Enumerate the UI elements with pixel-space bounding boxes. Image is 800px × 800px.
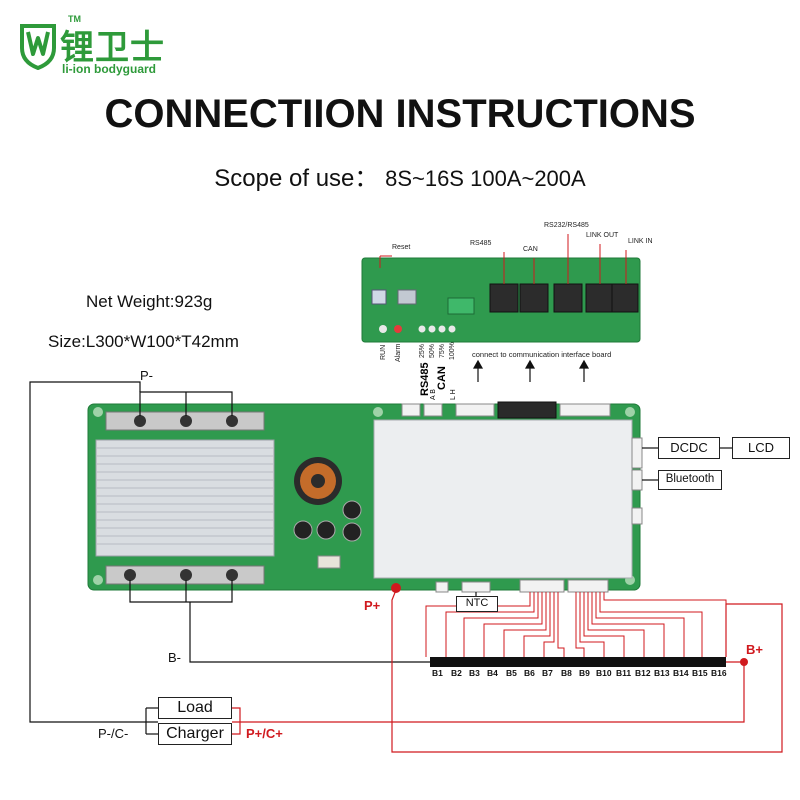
- cell-label: B10: [596, 668, 612, 678]
- size-spec: Size:L300*W100*T42mm: [48, 332, 239, 351]
- lcd-box: LCD: [732, 437, 790, 459]
- cell-label: B4: [487, 668, 498, 678]
- can-pins: L H: [450, 389, 457, 400]
- soc-25-label: 25%: [419, 343, 426, 358]
- reset-label: Reset: [392, 244, 411, 251]
- connect-note: connect to communication interface board: [472, 350, 612, 359]
- positive-wires: [232, 589, 783, 753]
- dcdc-box: DCDC: [658, 437, 720, 459]
- soc-75-label: 75%: [439, 343, 446, 358]
- cell-label: B8: [561, 668, 572, 678]
- scope-label: Scope of use：: [214, 165, 379, 192]
- charger-box: Charger: [158, 723, 232, 745]
- cell-label: B7: [542, 668, 553, 678]
- cell-label: B15: [692, 668, 708, 678]
- cell-label: B12: [635, 668, 651, 678]
- link-in-label: LINK IN: [628, 238, 653, 245]
- bms-main-board: [87, 401, 643, 593]
- cell-label: B6: [524, 668, 535, 678]
- alarm-label: Alarm: [395, 343, 402, 362]
- p-minus-wire: [29, 381, 233, 723]
- cell-label: B1: [432, 668, 443, 678]
- rs485-pins: A B: [430, 389, 437, 400]
- trademark-mark: TM: [68, 14, 81, 24]
- brand-logo-icon: [20, 24, 56, 70]
- soc-50-label: 50%: [429, 343, 436, 358]
- bluetooth-box: Bluetooth: [658, 470, 722, 490]
- balance-wires: [425, 592, 727, 657]
- p-minus-label: P-: [140, 368, 153, 383]
- cell-label: B9: [579, 668, 590, 678]
- can-port-label: CAN: [523, 246, 538, 253]
- net-weight: Net Weight:923g: [86, 292, 213, 311]
- battery-cell-labels: B1 B2 B3 B4 B5 B6 B7 B8 B9 B10 B11 B12 B…: [430, 668, 730, 682]
- can-port-vertical: CAN: [436, 366, 448, 390]
- cell-label: B2: [451, 668, 462, 678]
- load-charger-bracket: [145, 707, 158, 735]
- run-label: RUN: [380, 344, 387, 360]
- pc-minus-label: P-/C-: [98, 726, 129, 741]
- cell-label: B11: [616, 668, 632, 678]
- soc-100-label: 100%: [449, 342, 456, 360]
- cell-label: B13: [654, 668, 670, 678]
- brand-name-en: li-ion bodyguard: [62, 62, 156, 76]
- b-minus-label: B-: [168, 650, 181, 665]
- scope-of-use: Scope of use： 8S~16S 100A~200A: [0, 158, 800, 193]
- indicator-labels: RUN Alarm 25% 50% 75% 100%: [376, 340, 466, 362]
- battery-strip: [430, 657, 726, 667]
- scope-value: 8S~16S 100A~200A: [385, 166, 586, 191]
- cell-label: B14: [673, 668, 689, 678]
- communication-board: [361, 234, 641, 343]
- ntc-box: NTC: [456, 596, 498, 612]
- p-plus-label: P+: [364, 598, 381, 613]
- b-minus-wire: [129, 580, 432, 663]
- load-box: Load: [158, 697, 232, 719]
- cell-label: B5: [506, 668, 517, 678]
- link-out-label: LINK OUT: [586, 232, 619, 239]
- arrows-up: [472, 359, 590, 382]
- pc-plus-label: P+/C+: [246, 726, 283, 741]
- b-plus-label: B+: [746, 642, 763, 657]
- brand-name-cn: 锂卫士: [60, 28, 165, 68]
- page-title: CONNECTIION INSTRUCTIONS: [104, 92, 696, 136]
- rs485-port-label: RS485: [470, 240, 492, 247]
- cell-label: B16: [711, 668, 727, 678]
- rs232-rs485-label: RS232/RS485: [544, 222, 589, 229]
- cell-label: B3: [469, 668, 480, 678]
